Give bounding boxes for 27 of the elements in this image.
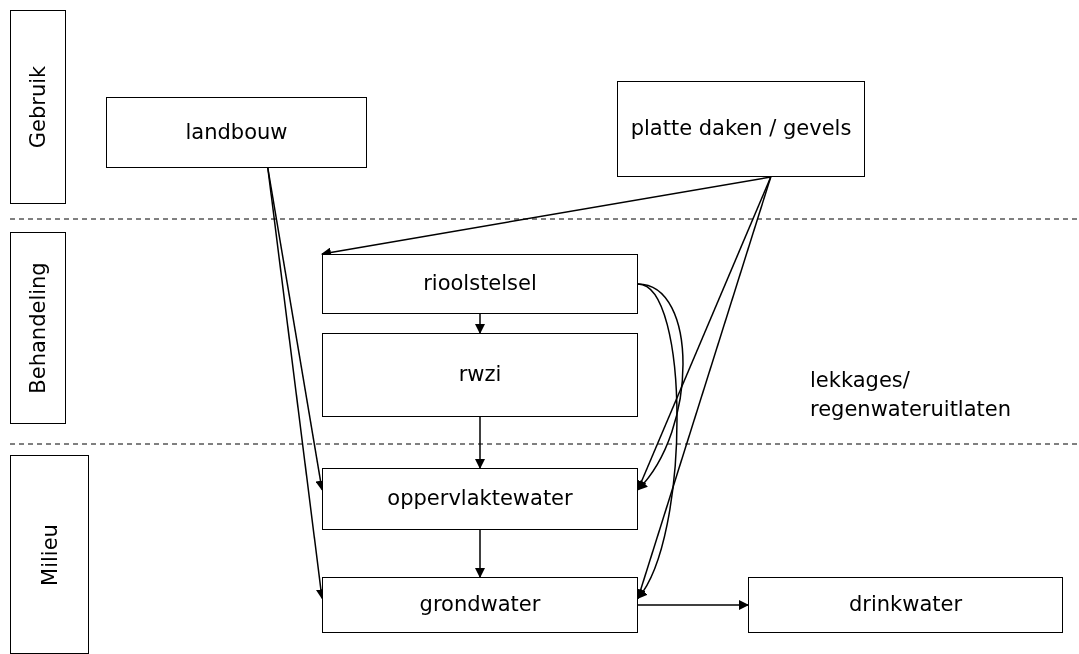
box-label: landbouw [185,118,288,146]
process-box [748,577,1063,633]
process-box [322,333,638,417]
section-band [10,232,66,424]
arrow [637,283,678,600]
process-box [106,97,367,168]
section-label: Behandeling [26,262,50,394]
box-label: drinkwater [848,591,963,619]
box-label: platte daken / gevels [630,115,852,143]
arrow [475,313,485,334]
box-label: grondwater [419,591,541,619]
process-box [617,81,865,177]
process-box [322,577,638,633]
box-label: oppervlaktewater [387,485,573,513]
arrow [637,600,749,610]
arrow [637,283,684,491]
process-box [322,468,638,530]
section-label: Gebruik [26,65,50,149]
note-text: lekkages/ regenwateruitlaten [810,367,1013,424]
section-label: Milieu [37,523,62,586]
box-label: rioolstelsel [423,270,537,298]
process-box [322,254,638,314]
section-band [10,10,66,204]
arrow [475,416,485,469]
box-label: rwzi [458,361,502,389]
arrow [475,529,485,578]
section-band [10,455,89,654]
